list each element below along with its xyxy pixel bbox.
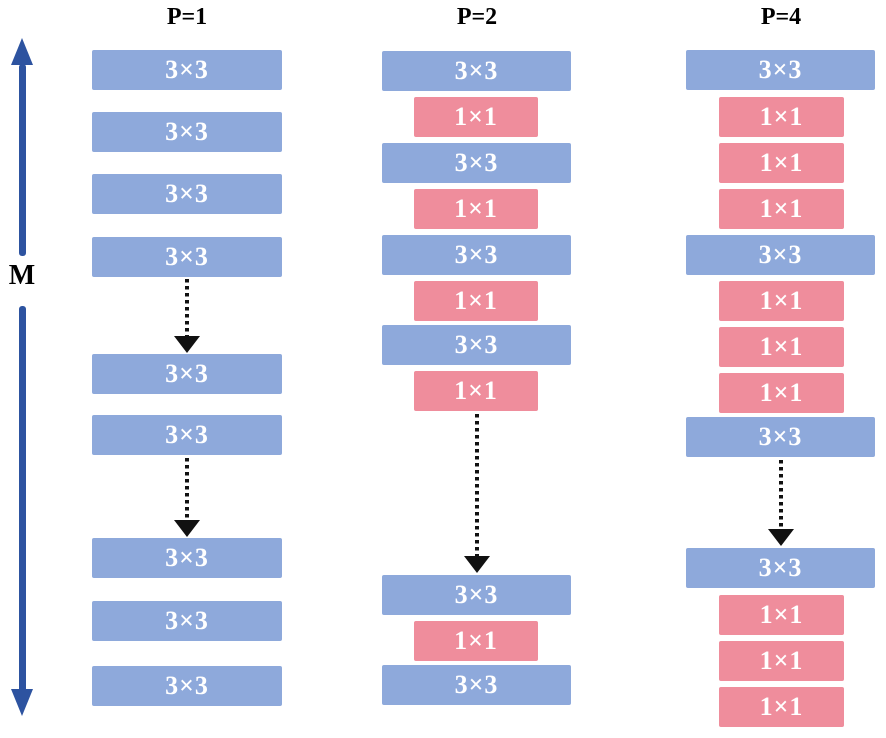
conv1x1-block: 1×1 (719, 281, 844, 321)
conv1x1-block: 1×1 (414, 97, 538, 137)
conv1x1-block: 1×1 (719, 641, 844, 681)
dotted-arrow (464, 414, 490, 573)
conv3x3-block: 3×3 (92, 237, 282, 277)
m-axis-shaft-bottom (19, 306, 26, 693)
conv1x1-block: 1×1 (719, 327, 844, 367)
conv1x1-block: 1×1 (414, 621, 538, 661)
conv1x1-block: 1×1 (719, 143, 844, 183)
arrow-head-icon (174, 336, 200, 353)
arrow-head-icon (464, 556, 490, 573)
conv3x3-block: 3×3 (92, 354, 282, 394)
conv1x1-block: 1×1 (719, 189, 844, 229)
conv3x3-block: 3×3 (382, 143, 571, 183)
column-header-p4: P=4 (760, 4, 802, 30)
conv1x1-block: 1×1 (414, 371, 538, 411)
arrow-up-icon (11, 38, 33, 65)
dotted-line (475, 414, 479, 558)
conv3x3-block: 3×3 (686, 417, 875, 457)
conv1x1-block: 1×1 (719, 595, 844, 635)
conv3x3-block: 3×3 (382, 325, 571, 365)
conv1x1-block: 1×1 (414, 189, 538, 229)
conv3x3-block: 3×3 (382, 665, 571, 705)
conv3x3-block: 3×3 (382, 575, 571, 615)
conv3x3-block: 3×3 (92, 50, 282, 90)
arrow-down-icon (11, 689, 33, 716)
conv3x3-block: 3×3 (92, 174, 282, 214)
dotted-line (185, 458, 189, 522)
conv3x3-block: 3×3 (92, 601, 282, 641)
dotted-arrow (174, 279, 200, 353)
conv3x3-block: 3×3 (382, 235, 571, 275)
conv3x3-block: 3×3 (92, 415, 282, 455)
column-header-p1: P=1 (166, 4, 208, 30)
conv3x3-block: 3×3 (686, 235, 875, 275)
m-axis-label: M (8, 260, 36, 291)
conv1x1-block: 1×1 (719, 687, 844, 727)
conv3x3-block: 3×3 (92, 666, 282, 706)
column-header-p2: P=2 (456, 4, 498, 30)
conv3x3-block: 3×3 (686, 548, 875, 588)
arrow-head-icon (174, 520, 200, 537)
conv3x3-block: 3×3 (92, 112, 282, 152)
m-axis-shaft-top (19, 64, 26, 256)
conv3x3-block: 3×3 (382, 51, 571, 91)
dotted-line (779, 460, 783, 531)
conv1x1-block: 1×1 (414, 281, 538, 321)
dotted-line (185, 279, 189, 338)
dotted-arrow (174, 458, 200, 537)
dotted-arrow (768, 460, 794, 546)
conv1x1-block: 1×1 (719, 97, 844, 137)
conv3x3-block: 3×3 (686, 50, 875, 90)
arrow-head-icon (768, 529, 794, 546)
conv1x1-block: 1×1 (719, 373, 844, 413)
conv3x3-block: 3×3 (92, 538, 282, 578)
